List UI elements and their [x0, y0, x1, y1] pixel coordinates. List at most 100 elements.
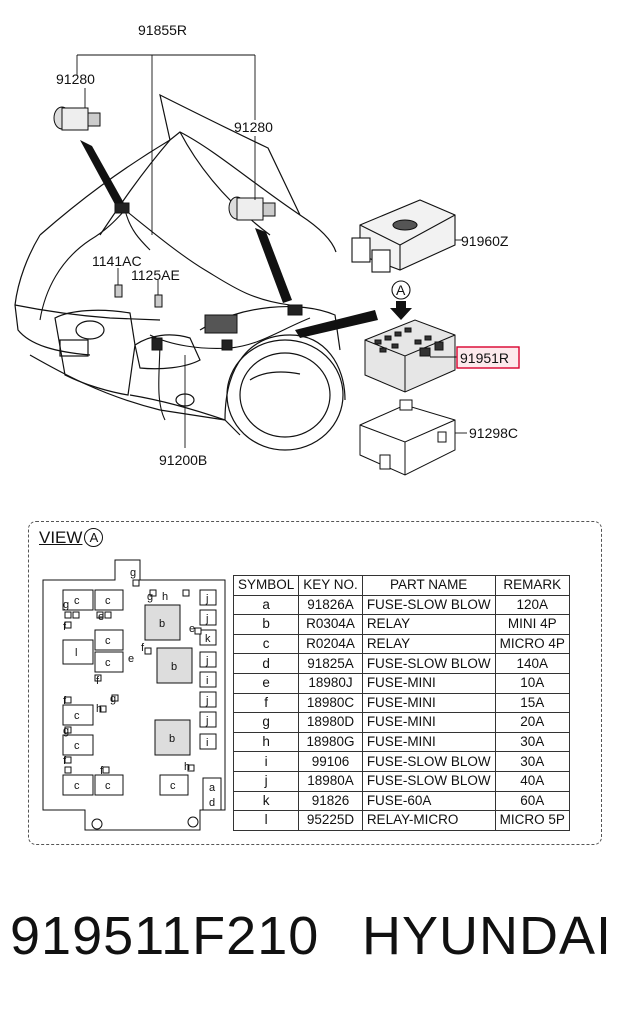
cell-key-no: 18980J	[298, 672, 363, 694]
svg-text:a: a	[209, 782, 216, 794]
cell-part-name: FUSE-SLOW BLOW	[361, 653, 496, 674]
svg-text:c: c	[74, 780, 80, 792]
cell-remark: 60A	[494, 790, 570, 812]
cell-symbol: f	[232, 692, 300, 714]
cell-symbol: l	[232, 810, 300, 831]
label-91855R: 91855R	[138, 22, 187, 38]
svg-text:c: c	[170, 780, 176, 792]
view-a-arrow: A	[390, 280, 412, 320]
label-91280-right: 91280	[234, 119, 273, 135]
label-91960Z: 91960Z	[461, 233, 509, 249]
svg-text:b: b	[171, 661, 177, 673]
svg-text:f: f	[100, 765, 104, 777]
cover-91960Z	[351, 199, 456, 273]
svg-text:b: b	[159, 618, 165, 630]
svg-text:c: c	[105, 780, 111, 792]
cell-key-no: R0204A	[298, 633, 363, 655]
cell-symbol: g	[232, 712, 300, 733]
cell-remark: 10A	[494, 672, 570, 694]
svg-text:f: f	[63, 621, 67, 633]
svg-text:h: h	[184, 761, 190, 773]
cell-key-no: 18980C	[298, 692, 363, 714]
cell-remark: 40A	[494, 770, 570, 792]
svg-text:h: h	[96, 703, 102, 715]
svg-text:j: j	[205, 593, 208, 605]
cell-part-name: RELAY	[361, 614, 496, 635]
cell-symbol: j	[232, 770, 300, 792]
leader-wedges	[80, 140, 378, 338]
cell-remark: 30A	[494, 731, 570, 753]
cell-part-name: FUSE-SLOW BLOW	[361, 770, 496, 792]
header-key-no: KEY NO.	[298, 575, 363, 596]
cell-part-name: RELAY	[361, 633, 496, 655]
cell-remark: 140A	[494, 653, 570, 674]
part-labels: 91855R 91280 91280 1141AC 1125AE 91200B …	[56, 22, 520, 468]
cell-symbol: k	[232, 790, 300, 812]
svg-text:c: c	[74, 710, 80, 722]
svg-text:c: c	[105, 595, 111, 607]
svg-text:g: g	[63, 599, 69, 611]
svg-text:g: g	[110, 693, 116, 705]
cell-symbol: a	[232, 594, 300, 616]
cell-part-name: RELAY-MICRO	[361, 810, 496, 831]
svg-text:e: e	[98, 611, 104, 623]
svg-text:i: i	[206, 737, 208, 749]
cell-part-name: FUSE-60A	[361, 790, 496, 812]
svg-text:e: e	[128, 653, 134, 665]
label-91280-left: 91280	[56, 71, 95, 87]
leader-lines	[76, 54, 467, 448]
view-title-text: VIEW	[39, 528, 83, 547]
cell-symbol: c	[232, 633, 300, 655]
fusebox-letters: c c c c c c c c c l b b b g g g h h g e …	[63, 567, 216, 809]
header-symbol: SYMBOL	[232, 575, 300, 596]
svg-text:j: j	[205, 613, 208, 625]
svg-text:e: e	[189, 623, 195, 635]
svg-text:f: f	[141, 642, 145, 654]
cell-key-no: 95225D	[298, 810, 363, 831]
svg-text:i: i	[206, 675, 208, 687]
svg-text:c: c	[74, 740, 80, 752]
cell-part-name: FUSE-MINI	[361, 672, 496, 694]
svg-text:j: j	[205, 655, 208, 667]
junction-box-91951R	[364, 319, 456, 393]
vehicle-drawing	[14, 93, 346, 451]
svg-text:l: l	[75, 647, 77, 659]
footer-brand: HYUNDAI	[362, 906, 613, 966]
svg-text:f: f	[63, 755, 67, 767]
cell-remark: 30A	[494, 751, 570, 772]
svg-text:h: h	[162, 591, 168, 603]
cell-key-no: R0304A	[298, 614, 363, 635]
cell-key-no: 91826	[298, 790, 363, 812]
svg-text:d: d	[209, 797, 215, 809]
cell-part-name: FUSE-MINI	[361, 692, 496, 714]
cell-key-no: 18980G	[298, 731, 363, 753]
lower-box-91298C	[359, 399, 456, 476]
svg-text:c: c	[74, 595, 80, 607]
svg-text:g: g	[63, 725, 69, 737]
header-remark: REMARK	[494, 575, 570, 596]
cell-symbol: h	[232, 731, 300, 753]
cell-key-no: 99106	[298, 751, 363, 772]
svg-text:g: g	[130, 567, 136, 579]
cell-key-no: 18980A	[298, 770, 363, 792]
cell-remark: 15A	[494, 692, 570, 714]
bolts	[114, 284, 163, 308]
cell-symbol: d	[232, 653, 300, 674]
harness-connectors	[114, 202, 303, 351]
svg-text:k: k	[205, 633, 211, 645]
cell-remark: 20A	[494, 712, 570, 733]
label-1141AC: 1141AC	[92, 253, 142, 269]
footer-part-number: 919511F210	[10, 906, 320, 966]
label-1125AE: 1125AE	[131, 267, 180, 283]
